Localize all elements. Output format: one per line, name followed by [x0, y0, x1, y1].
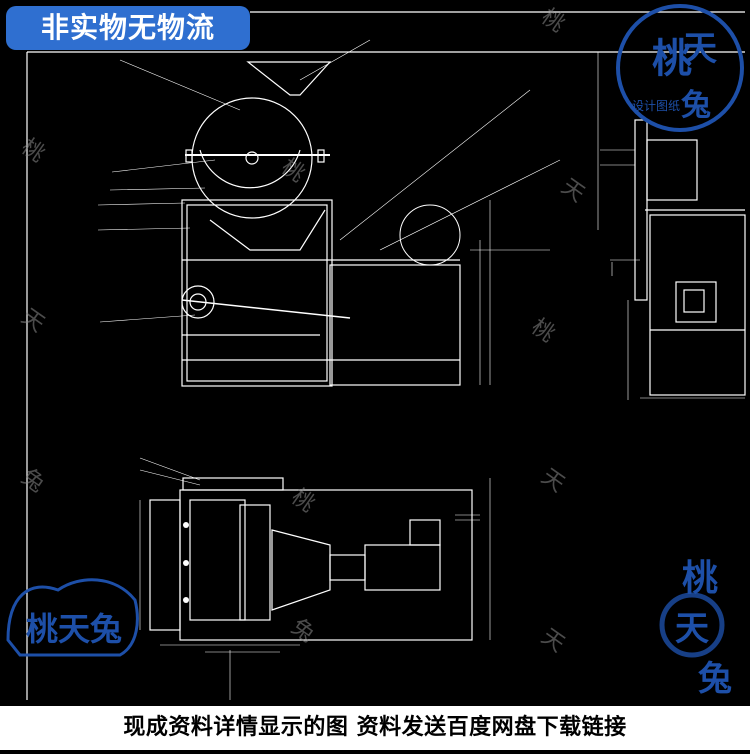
- watermark-char: 桃: [277, 154, 309, 187]
- watermark-char: 桃: [527, 314, 559, 347]
- dimension-marks: [455, 262, 613, 521]
- brand-logo-main-char: 桃: [652, 36, 692, 82]
- download-info-footer: 现成资料详情显示的图 资料发送百度网盘下载链接: [0, 706, 750, 750]
- watermark-pattern: 桃 桃 桃 天 天 桃 桃 天 兔 兔 天: [17, 4, 589, 657]
- watermark-char: 桃: [17, 134, 49, 167]
- brand-calligraphy-seal: 桃 天 兔: [659, 558, 732, 699]
- plan-view: [139, 457, 491, 700]
- no-physical-goods-banner: 非实物无物流: [6, 6, 250, 50]
- brand-logo-third-char: 兔: [681, 88, 711, 123]
- brand-logo-second-char: 天: [683, 29, 717, 69]
- end-elevation-view: [600, 119, 746, 400]
- seal-char-3: 兔: [698, 659, 732, 699]
- brand-wordmark-text: 桃天兔: [26, 610, 122, 648]
- watermark-char: 兔: [287, 614, 319, 647]
- seal-char-2: 天: [675, 609, 709, 649]
- watermark-char: 天: [537, 624, 569, 657]
- brand-logo-subtitle: 设计图纸: [632, 99, 680, 113]
- watermark-char: 天: [557, 174, 589, 207]
- watermark-char: 天: [17, 304, 49, 337]
- watermark-char: 桃: [537, 4, 569, 37]
- watermark-char: 天: [537, 464, 569, 497]
- side-elevation-view: [97, 39, 561, 387]
- brand-logo-circle: 桃 天 兔 设计图纸: [616, 4, 744, 132]
- watermark-char: 兔: [17, 464, 49, 497]
- brand-wordmark-left: 桃天兔: [6, 578, 139, 657]
- seal-char-1: 桃: [682, 558, 718, 599]
